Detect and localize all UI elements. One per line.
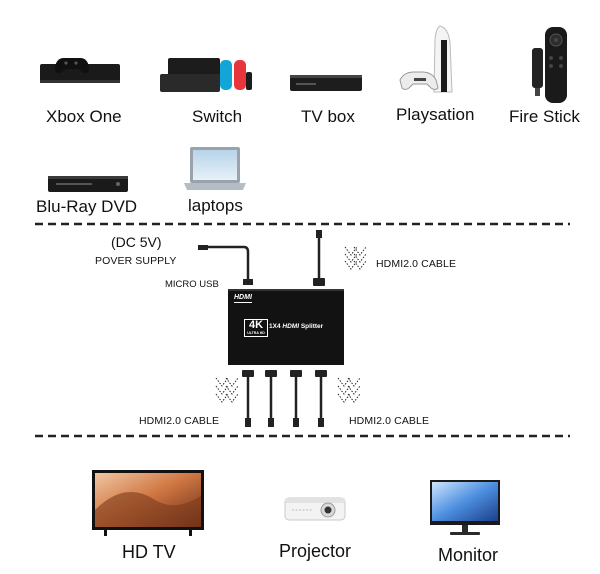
splitter-4k-text: 4K (248, 319, 264, 331)
source-label-laptops: laptops (188, 196, 243, 215)
display-label-monitor: Monitor (438, 545, 499, 565)
source-label-playstation: Playsation (396, 105, 475, 124)
tv-box-icon (290, 75, 362, 91)
hdmi-input-cable (313, 230, 325, 286)
input-cable-label: HDMI2.0 CABLE (376, 258, 457, 270)
input-signal-chevrons (344, 246, 367, 270)
laptop-icon (184, 147, 246, 190)
power-supply-label: POVER SUPPLY (95, 255, 177, 267)
playstation-console-icon (399, 25, 453, 93)
source-label-tv-box: TV box (301, 107, 355, 126)
bluray-player-icon (48, 176, 128, 192)
splitter-model-brand: HDMI (282, 323, 299, 330)
source-label-bluray: Blu-Ray DVD (36, 197, 138, 216)
power-cable (198, 245, 253, 285)
splitter-ultra-hd-text: ULTRA HD (247, 331, 265, 335)
splitter-model-suffix: Splitter (300, 323, 324, 330)
micro-usb-label: MICRO USB (165, 279, 219, 290)
splitter-model-prefix: 1X4 (269, 323, 281, 330)
display-label-tv: HD TV (122, 542, 176, 562)
hdmi-output-cables (242, 370, 327, 427)
splitter-hdmi-logo: HDMI (234, 294, 252, 303)
fire-stick-icon (532, 27, 567, 103)
display-label-projector: Projector (279, 541, 352, 561)
tv-icon (92, 470, 204, 536)
output-cable-label-left: HDMI2.0 CABLE (139, 415, 220, 427)
splitter-model-name: 1X4 HDMI Splitter (269, 323, 323, 330)
switch-console-icon (160, 58, 252, 92)
output-signal-chevrons-left (215, 377, 239, 403)
output-cable-label-right: HDMI2.0 CABLE (349, 415, 430, 427)
hdmi-splitter-device (228, 289, 344, 365)
projector-icon (284, 497, 346, 521)
output-signal-chevrons-right (337, 377, 361, 403)
monitor-icon (430, 480, 500, 535)
source-label-xbox: Xbox One (46, 107, 122, 126)
xbox-console-icon (40, 58, 120, 83)
source-label-fire-stick: Fire Stick (509, 107, 580, 126)
splitter-4k-badge: 4K ULTRA HD (244, 319, 268, 337)
power-voltage-label: (DC 5V) (111, 234, 162, 250)
source-label-switch: Switch (192, 107, 243, 126)
